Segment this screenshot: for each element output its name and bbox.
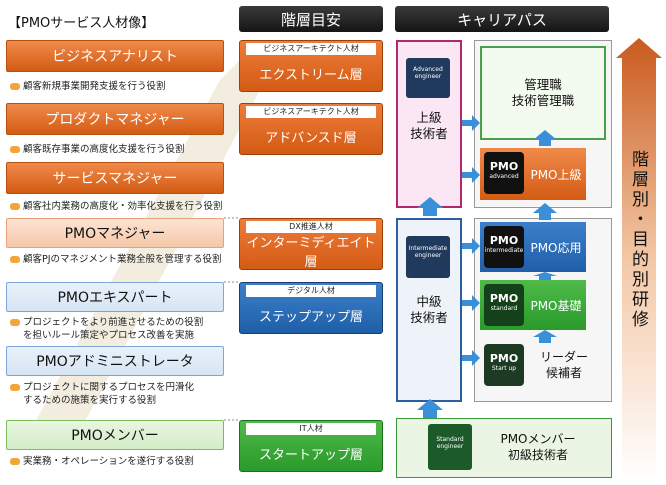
- up-arrow-icon: [533, 330, 557, 343]
- pmo-intermediate-badge: PMO intermediate: [484, 226, 524, 268]
- level-name: エクストリーム層: [259, 67, 363, 83]
- level-advanced: ビジネスアーキテクト人材 アドバンスド層: [239, 103, 383, 155]
- level-name: アドバンスド層: [265, 130, 357, 146]
- role-desc: 実業務・オペレーションを遂行する役割: [10, 455, 194, 468]
- leader-candidate-label: リーダー 候補者: [539, 350, 588, 380]
- advanced-engineer-badge: Advanced engineer: [406, 58, 450, 98]
- level-name: ステップアップ層: [258, 309, 363, 325]
- right-arrow-icon: [462, 115, 480, 131]
- header-career-path: キャリアパス: [395, 6, 609, 32]
- middle-engineer-label: 中級 技術者: [410, 294, 448, 325]
- role-desc: プロジェクトをより前進させるための役割を担いルール策定やプロセス改善を実施: [10, 316, 203, 342]
- role-pmo-member: PMOメンバー: [6, 420, 224, 450]
- pointing-hand-icon: [10, 384, 20, 391]
- role-desc: 顧客新規事業開発支援を行う役割: [10, 80, 166, 93]
- pointing-hand-icon: [10, 256, 20, 263]
- role-desc: 顧客既存事業の高度化支援を行う役割: [10, 143, 185, 156]
- pmo-advanced-box: PMO advanced PMO上級: [480, 148, 586, 200]
- up-arrow-icon: [533, 203, 557, 220]
- level-startup: IT人材 スタートアップ層: [239, 420, 383, 472]
- level-category: DX推進人材: [246, 221, 376, 233]
- role-pmo-administrator: PMOアドミニストレータ: [6, 346, 224, 376]
- pointing-hand-icon: [10, 203, 20, 210]
- member-label: PMOメンバー 初級技術者: [500, 432, 576, 462]
- role-business-analyst: ビジネスアナリスト: [6, 40, 224, 72]
- pointing-hand-icon: [10, 83, 20, 90]
- training-banner-label: 階層別・目的別研修: [628, 150, 648, 330]
- level-category: デジタル人材: [246, 285, 376, 297]
- left-title: 【PMOサービス人材像】: [8, 16, 155, 31]
- up-arrow-icon: [533, 130, 557, 146]
- pmo-applied-box: PMO intermediate PMO応用: [480, 222, 586, 272]
- level-intermediate: DX推進人材 インターミディエイト層: [239, 218, 383, 270]
- up-arrow-icon: [417, 399, 443, 418]
- level-category: ビジネスアーキテクト人材: [246, 43, 376, 55]
- standard-engineer-badge: Standard engineer: [428, 424, 472, 470]
- role-pmo-manager: PMOマネジャー: [6, 218, 224, 248]
- level-extreme: ビジネスアーキテクト人材 エクストリーム層: [239, 40, 383, 92]
- right-arrow-icon: [462, 350, 480, 366]
- up-arrow-icon: [417, 197, 443, 216]
- level-name: インターミディエイト層: [246, 236, 376, 270]
- right-arrow-icon: [462, 167, 480, 183]
- level-stepup: デジタル人材 ステップアップ層: [239, 282, 383, 334]
- pmo-advanced-label: PMO上級: [530, 167, 582, 182]
- header-level: 階層目安: [239, 6, 383, 32]
- pmo-standard-badge: PMO standard: [484, 284, 524, 326]
- level-category: ビジネスアーキテクト人材: [246, 106, 376, 118]
- right-arrow-icon: [462, 295, 480, 311]
- pmo-basic-box: PMO standard PMO基礎: [480, 280, 586, 330]
- role-desc: 顧客社内業務の高度化・効率化支援を行う役割: [10, 200, 223, 213]
- pmo-advanced-badge: PMO advanced: [484, 152, 524, 194]
- pmo-applied-label: PMO応用: [530, 240, 582, 255]
- intermediate-engineer-badge: Intermediate engineer: [406, 236, 450, 278]
- role-product-manager: プロダクトマネジャー: [6, 103, 224, 135]
- role-desc: プロジェクトに関するプロセスを円滑化するための施策を実行する役割: [10, 381, 194, 407]
- senior-engineer-label: 上級 技術者: [410, 110, 448, 141]
- pointing-hand-icon: [10, 319, 20, 326]
- level-category: IT人材: [246, 423, 376, 435]
- pointing-hand-icon: [10, 146, 20, 153]
- up-arrow-icon: [533, 272, 557, 280]
- pmo-basic-label: PMO基礎: [530, 298, 582, 313]
- level-name: スタートアップ層: [258, 447, 363, 463]
- pointing-hand-icon: [10, 458, 20, 465]
- role-pmo-expert: PMOエキスパート: [6, 282, 224, 312]
- role-service-manager: サービスマネジャー: [6, 162, 224, 194]
- pmo-startup-badge: PMO Start up: [484, 344, 524, 386]
- right-arrow-icon: [462, 238, 480, 254]
- training-banner-arrow: [616, 38, 662, 480]
- role-desc: 顧客PJのマネジメント業務全般を管理する役割: [10, 253, 222, 266]
